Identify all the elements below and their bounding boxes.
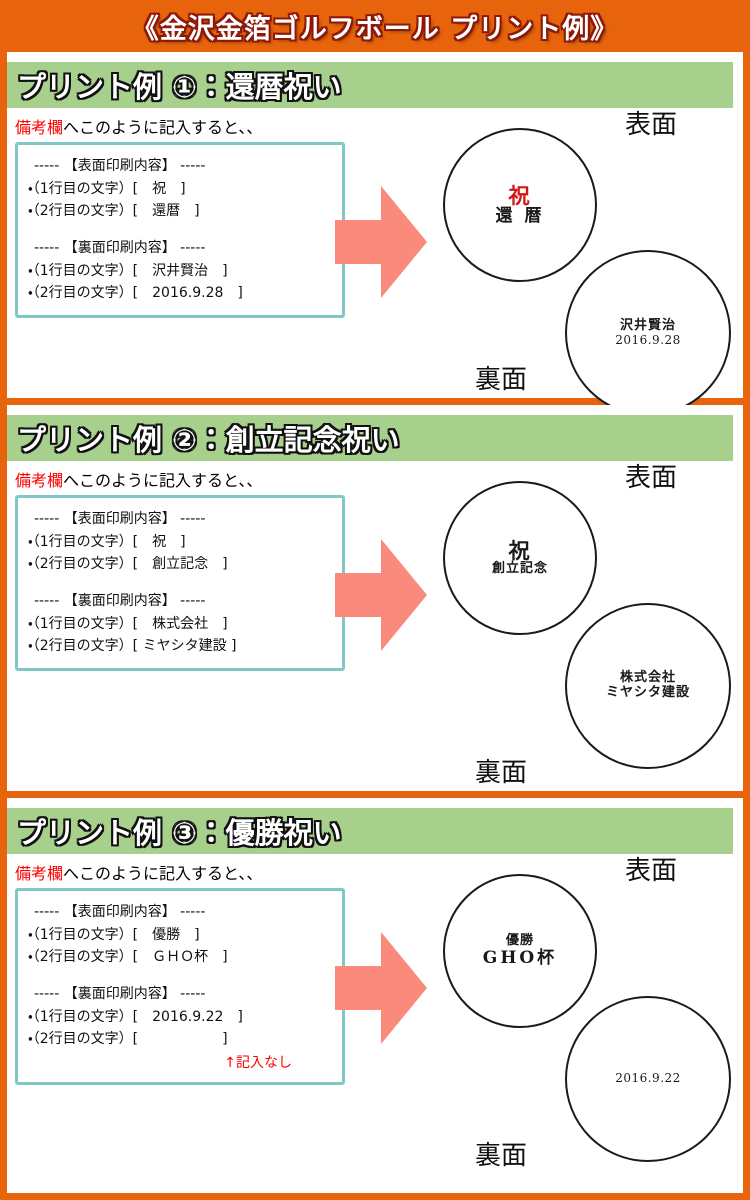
back-print-heading: ----- 【裏面印刷内容】 -----	[34, 240, 206, 257]
section-2-note-box: ----- 【表面印刷内容】 ----- ・（1行目の文字）[ 祝 ] ・（2行…	[15, 495, 345, 672]
section-1-title: プリント例 ①：還暦祝い	[17, 70, 342, 104]
golf-ball-back: 2016.9.22	[565, 996, 731, 1162]
remarks-field-highlight: 備考欄	[15, 118, 64, 137]
remarks-field-highlight: 備考欄	[15, 864, 64, 883]
ball-back-line-2: ミヤシタ建設	[605, 685, 690, 700]
section-3-note-lead: 備考欄へこのように記入すると、、	[15, 860, 345, 884]
front-line-1: ・（1行目の文字）[ 祝 ]	[28, 180, 186, 197]
golf-ball-front: 優勝 GHO杯	[443, 874, 597, 1028]
ball-back-line-2: 2016.9.28	[615, 332, 681, 347]
ball-front-line-2: 創立記念	[491, 561, 548, 577]
section-1-note-area: 備考欄へこのように記入すると、、 ----- 【表面印刷内容】 ----- ・（…	[15, 114, 345, 319]
section-3-title: プリント例 ③：優勝祝い	[17, 816, 342, 850]
back-line-1: ・（1行目の文字）[ 2016.9.22 ]	[28, 1008, 243, 1025]
note-spacer	[28, 223, 334, 237]
front-side-label: 表面	[625, 856, 678, 886]
print-example-section-1: プリント例 ①：還暦祝い 備考欄へこのように記入すると、、 ----- 【表面印…	[7, 52, 743, 416]
ball-back-line-2: 2016.9.22	[615, 1071, 681, 1086]
ball-front-line-2: GHO杯	[482, 947, 558, 968]
section-1-note-lead: 備考欄へこのように記入すると、、	[15, 114, 345, 138]
print-example-section-3: プリント例 ③：優勝祝い 備考欄へこのように記入すると、、 ----- 【表面印…	[7, 798, 743, 1174]
section-3-body: 備考欄へこのように記入すると、、 ----- 【表面印刷内容】 ----- ・（…	[7, 854, 743, 1174]
no-entry-annotation: ↑記入なし	[224, 1055, 292, 1072]
section-2-ball-preview: 表面 裏面 祝 創立記念 株式会社 ミヤシタ建設	[427, 461, 743, 791]
section-1-ball-preview: 表面 裏面 祝 還 暦 沢井賢治 2016.9.28	[427, 108, 743, 416]
section-2-note-area: 備考欄へこのように記入すると、、 ----- 【表面印刷内容】 ----- ・（…	[15, 467, 345, 672]
front-side-label: 表面	[625, 463, 678, 493]
back-side-label: 裏面	[475, 365, 528, 395]
section-3-note-area: 備考欄へこのように記入すると、、 ----- 【表面印刷内容】 ----- ・（…	[15, 860, 345, 1086]
flow-arrow-icon	[335, 932, 427, 1044]
note-lead-rest: へこのように記入すると、、	[63, 864, 263, 883]
front-print-heading: ----- 【表面印刷内容】 -----	[34, 158, 206, 174]
note-spacer	[28, 576, 334, 590]
front-line-2: ・（2行目の文字）[ 還暦 ]	[28, 203, 200, 220]
front-print-heading: ----- 【表面印刷内容】 -----	[34, 904, 206, 920]
section-3-header: プリント例 ③：優勝祝い	[7, 808, 733, 854]
back-line-1: ・（1行目の文字）[ 株式会社 ]	[28, 615, 228, 632]
front-line-1: ・（1行目の文字）[ 祝 ]	[28, 533, 186, 550]
front-line-1: ・（1行目の文字）[ 優勝 ]	[28, 926, 200, 943]
ball-front-line-1: 祝	[508, 182, 532, 208]
back-line-2: ・（2行目の文字）[ ]	[28, 1031, 228, 1048]
ball-back-line-1: 株式会社	[619, 670, 676, 686]
back-line-2: ・（2行目の文字）[ ミヤシタ建設 ]	[28, 638, 237, 655]
golf-ball-front: 祝 創立記念	[443, 481, 597, 635]
section-divider	[7, 398, 743, 405]
ball-back-line-1: 沢井賢治	[619, 318, 676, 333]
ball-front-line-1: 優勝	[505, 933, 534, 949]
golf-ball-back: 株式会社 ミヤシタ建設	[565, 603, 731, 769]
back-print-heading: ----- 【裏面印刷内容】 -----	[34, 986, 206, 1003]
note-lead-rest: へこのように記入すると、、	[63, 471, 263, 490]
front-line-2: ・（2行目の文字）[ ＧＨＯ杯 ]	[28, 949, 228, 966]
band-gap	[7, 405, 743, 415]
band-gap	[7, 798, 743, 808]
golf-ball-front: 祝 還 暦	[443, 128, 597, 282]
section-1-header: プリント例 ①：還暦祝い	[7, 62, 733, 108]
ball-front-line-1: 祝	[508, 537, 532, 563]
note-spacer	[28, 969, 334, 983]
section-2-body: 備考欄へこのように記入すると、、 ----- 【表面印刷内容】 ----- ・（…	[7, 461, 743, 791]
remarks-field-highlight: 備考欄	[15, 471, 64, 490]
back-line-1: ・（1行目の文字）[ 沢井賢治 ]	[28, 262, 228, 279]
ball-front-line-2: 還 暦	[495, 206, 545, 227]
front-line-2: ・（2行目の文字）[ 創立記念 ]	[28, 556, 228, 573]
back-side-label: 裏面	[475, 1141, 528, 1171]
section-2-header: プリント例 ②：創立記念祝い	[7, 415, 733, 461]
section-1-body: 備考欄へこのように記入すると、、 ----- 【表面印刷内容】 ----- ・（…	[7, 108, 743, 416]
flow-arrow-icon	[335, 186, 427, 298]
section-3-ball-preview: 表面 裏面 優勝 GHO杯 2016.9.22	[427, 854, 743, 1174]
note-lead-rest: へこのように記入すると、、	[63, 118, 263, 137]
flow-arrow-icon	[335, 539, 427, 651]
section-divider	[7, 791, 743, 798]
section-2-note-lead: 備考欄へこのように記入すると、、	[15, 467, 345, 491]
page-title: 《金沢金箔ゴルフボール プリント例》	[131, 13, 619, 45]
print-example-section-2: プリント例 ②：創立記念祝い 備考欄へこのように記入すると、、 ----- 【表…	[7, 405, 743, 798]
front-side-label: 表面	[625, 110, 678, 140]
band-gap	[7, 52, 743, 62]
section-2-title: プリント例 ②：創立記念祝い	[17, 423, 400, 457]
poster-title-bar: 《金沢金箔ゴルフボール プリント例》	[7, 0, 743, 52]
back-print-heading: ----- 【裏面印刷内容】 -----	[34, 593, 206, 610]
section-3-note-box: ----- 【表面印刷内容】 ----- ・（1行目の文字）[ 優勝 ] ・（2…	[15, 888, 345, 1086]
back-line-2: ・（2行目の文字）[ 2016.9.28 ]	[28, 285, 243, 302]
front-print-heading: ----- 【表面印刷内容】 -----	[34, 511, 206, 527]
section-1-note-box: ----- 【表面印刷内容】 ----- ・（1行目の文字）[ 祝 ] ・（2行…	[15, 142, 345, 319]
back-side-label: 裏面	[475, 758, 528, 788]
golf-ball-back: 沢井賢治 2016.9.28	[565, 250, 731, 416]
